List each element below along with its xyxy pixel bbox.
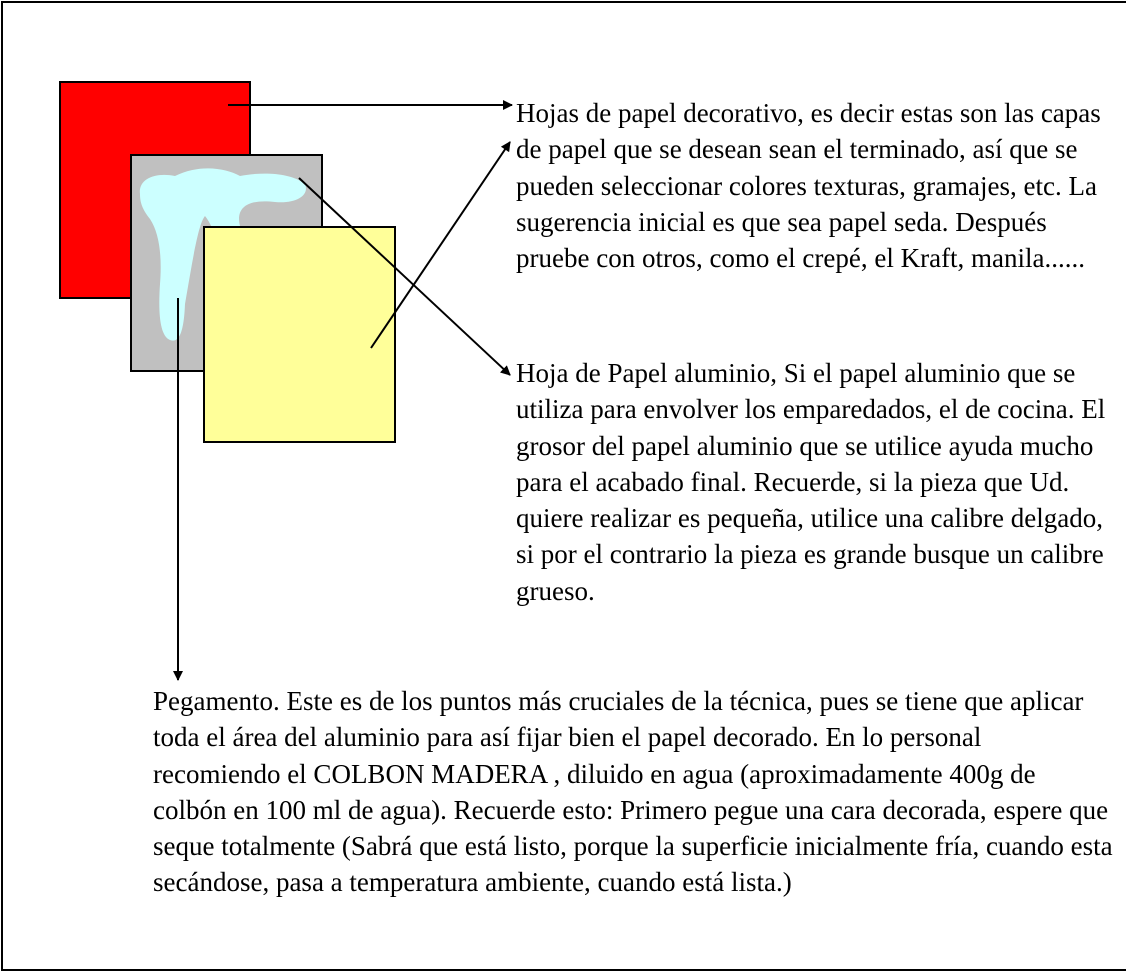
top-paper-sheet bbox=[203, 226, 396, 443]
aluminium-foil-description: Hoja de Papel aluminio, Si el papel alum… bbox=[516, 358, 1106, 606]
arrow-yellow bbox=[370, 141, 511, 349]
aluminium-shape bbox=[139, 168, 306, 341]
decorative-paper-description: Hojas de papel decorativo, es decir esta… bbox=[516, 98, 1101, 274]
glue-description: Pegamento. Este es de los puntos más cru… bbox=[153, 686, 1113, 898]
arrow-aluminium bbox=[298, 177, 511, 376]
